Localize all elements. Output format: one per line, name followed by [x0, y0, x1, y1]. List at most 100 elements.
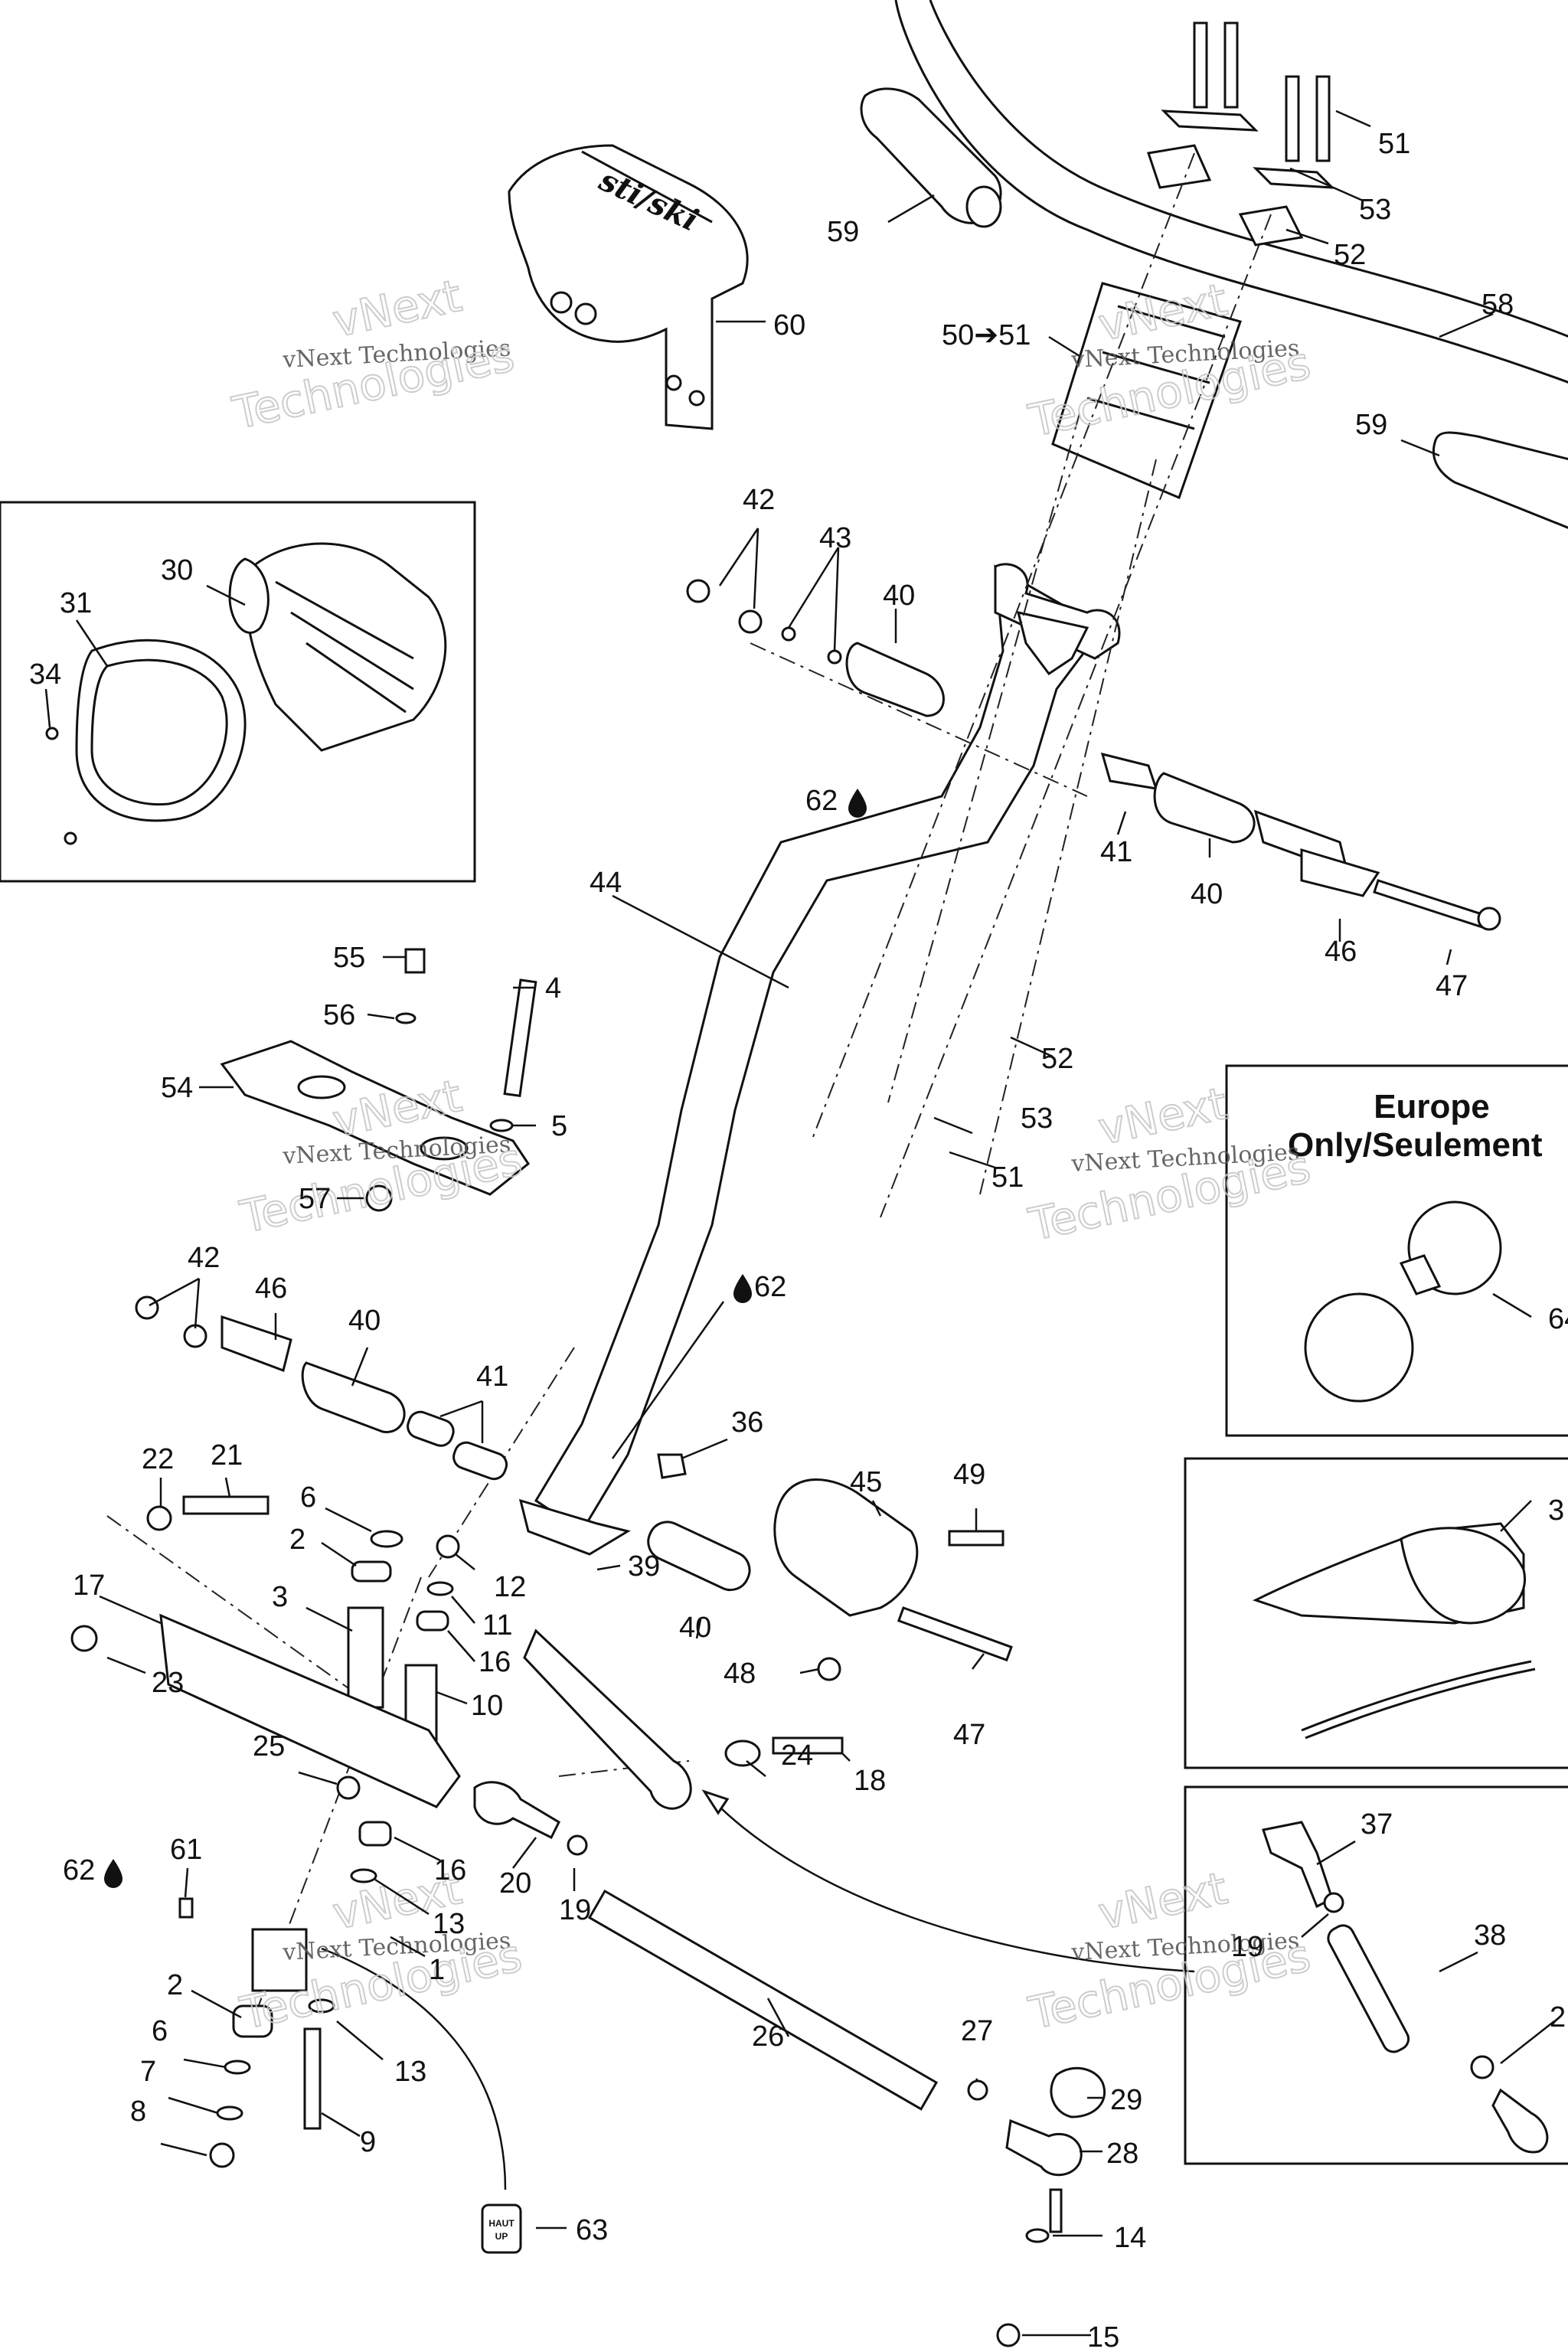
- droplet-icons: [104, 789, 867, 1888]
- callout-label: 29: [1110, 2084, 1142, 2116]
- callout-label: 24: [781, 1740, 813, 1772]
- watermark-big-top: vNext: [1094, 1862, 1232, 1940]
- callout-label: 40: [679, 1612, 711, 1644]
- haut-label: HAUT: [488, 2218, 514, 2229]
- callout-label: 46: [1325, 936, 1357, 968]
- callout-label: 61: [170, 1834, 202, 1866]
- handlebar: [894, 0, 1568, 384]
- droplet-icon: [848, 789, 867, 818]
- callout-label: 38: [1474, 1919, 1506, 1952]
- callout-label: 62: [754, 1271, 786, 1303]
- callout-label: 43: [819, 522, 851, 554]
- callout-label: 31: [60, 587, 92, 619]
- callout-label: 36: [731, 1406, 763, 1439]
- callout-label: 58: [1481, 289, 1514, 321]
- callout-label: 47: [953, 1719, 985, 1751]
- callout-label: 10: [471, 1690, 503, 1722]
- callout-label: 53: [1359, 194, 1391, 226]
- callout-label: 55: [333, 942, 365, 974]
- callout-label: 41: [476, 1361, 508, 1393]
- lower-pivot-assembly: [135, 1295, 508, 1481]
- callout-label: 60: [773, 309, 805, 341]
- callout-label: 2: [1550, 2001, 1566, 2034]
- callout-label: 57: [299, 1183, 331, 1215]
- callout-label: 14: [1114, 2222, 1146, 2254]
- callout-label: 40: [348, 1305, 381, 1337]
- right-grip: [1432, 431, 1568, 529]
- europe-title-line1: Europe: [1374, 1088, 1490, 1125]
- left-grip: [860, 87, 1002, 228]
- callout-label: 15: [1087, 2321, 1119, 2352]
- horn: [1304, 1200, 1502, 1403]
- callout-label: 16: [479, 1646, 511, 1678]
- callout-label: 4: [545, 972, 561, 1004]
- tie-rod-assembly: [473, 1628, 1106, 2347]
- europe-only-inset: [1225, 1064, 1568, 1437]
- callout-label: 59: [1355, 409, 1387, 441]
- lower-support-parts: [70, 1495, 461, 2168]
- callout-label: 12: [494, 1571, 526, 1603]
- callout-label: 20: [499, 1867, 531, 1900]
- callout-label: 51: [991, 1161, 1024, 1194]
- callout-label: 49: [953, 1459, 985, 1491]
- boot-alt: [1253, 1522, 1536, 1740]
- callout-label: 64: [1548, 1303, 1568, 1335]
- callout-label: 21: [211, 1439, 243, 1472]
- callout-label: 48: [724, 1658, 756, 1690]
- callout-label: 3: [1548, 1494, 1564, 1527]
- europe-title-line2: Only/Seulement: [1288, 1126, 1543, 1164]
- callout-label: 23: [152, 1667, 184, 1699]
- callout-label: 40: [883, 580, 915, 612]
- droplet-icon: [733, 1274, 752, 1303]
- callout-label: 47: [1436, 970, 1468, 1002]
- up-label: UP: [495, 2231, 508, 2242]
- callout-label: 6: [152, 2015, 168, 2047]
- callout-label: 6: [300, 1481, 316, 1514]
- callout-label: 7: [140, 2056, 156, 2088]
- callout-label: 50➔51: [942, 319, 1031, 351]
- handlebar-cover: sti/ski: [508, 144, 749, 430]
- callout-label: 2: [289, 1524, 305, 1556]
- callout-label: 54: [161, 1072, 193, 1104]
- callout-label: 1: [429, 1954, 445, 1986]
- boot-alt-inset: [1184, 1457, 1568, 1769]
- callout-label: 3: [272, 1581, 288, 1613]
- callout-label: 44: [590, 867, 622, 899]
- steering-lever: [647, 1453, 1013, 1681]
- watermark-big-top: vNext: [328, 270, 466, 348]
- callout-label: 28: [1106, 2138, 1138, 2170]
- callout-label: 2: [167, 1969, 183, 2001]
- callout-label: 19: [559, 1894, 591, 1926]
- callout-label: 39: [628, 1550, 660, 1583]
- mounting-bracket: [220, 948, 537, 1212]
- linkage-alt: [1262, 1821, 1549, 2154]
- upper-clamp-bolts: [1147, 21, 1335, 247]
- haut-up-icon: HAUT UP: [481, 2203, 522, 2254]
- callout-label: 52: [1334, 239, 1366, 271]
- callout-labels: 51 53 52 59 60 58 50➔51 59 42 43 40 30 3…: [29, 128, 1568, 2352]
- callout-label: 18: [854, 1765, 886, 1797]
- callout-label: 34: [29, 658, 61, 691]
- callout-label: 51: [1378, 128, 1410, 160]
- callout-label: 42: [188, 1242, 220, 1274]
- boot-assembly: [45, 542, 447, 845]
- callout-label: 37: [1361, 1808, 1393, 1841]
- callout-label: 62: [805, 785, 838, 817]
- callout-label: 13: [394, 2056, 426, 2088]
- callout-label: 42: [743, 484, 775, 516]
- callout-label: 9: [360, 2126, 376, 2158]
- callout-label: 5: [551, 1110, 567, 1142]
- callout-label: 45: [850, 1466, 882, 1498]
- callout-label: 63: [576, 2214, 608, 2246]
- callout-label: 40: [1191, 878, 1223, 910]
- callout-label: 22: [142, 1443, 174, 1475]
- upper-pivot-assembly: [686, 579, 1501, 931]
- callout-label: 11: [482, 1609, 512, 1642]
- callout-label: 27: [961, 2015, 993, 2047]
- callout-label: 13: [433, 1908, 465, 1940]
- callout-label: 62: [63, 1854, 95, 1886]
- callout-label: 56: [323, 999, 355, 1031]
- callout-label: 25: [253, 1730, 285, 1762]
- upper-clamp: [1051, 282, 1242, 500]
